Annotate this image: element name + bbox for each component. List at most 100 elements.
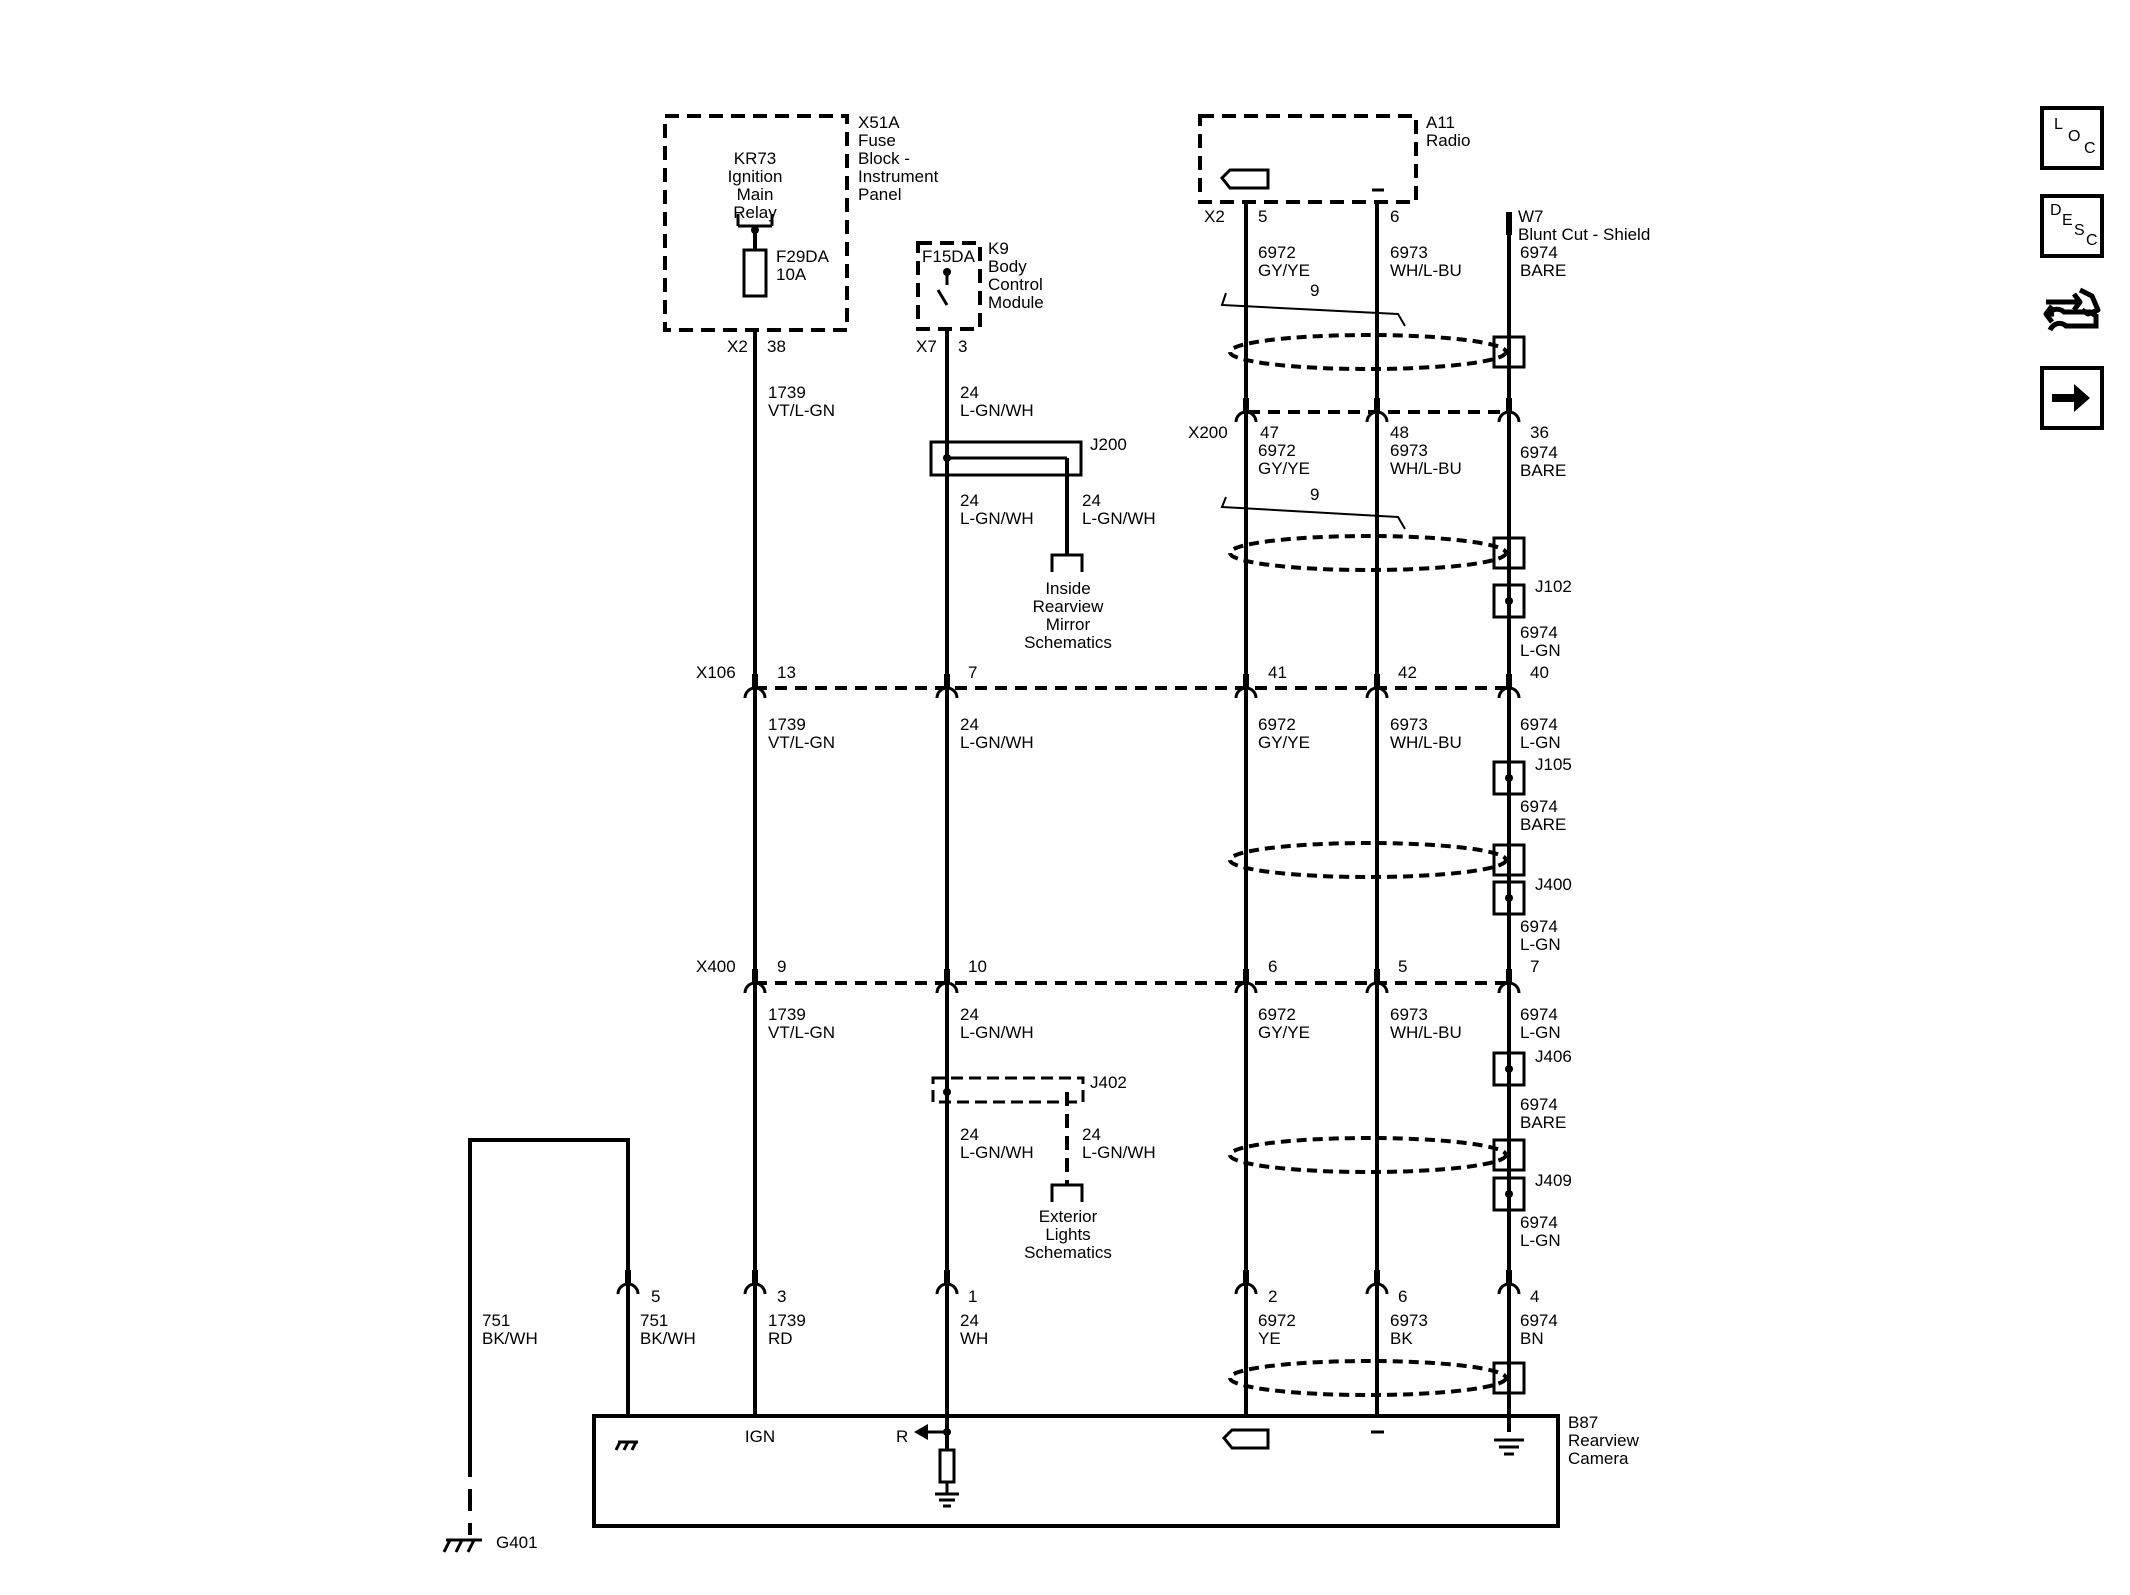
location-button[interactable]: L O C	[2040, 106, 2104, 170]
shield-drain	[1492, 536, 1526, 570]
splice-j402-label: J402	[1090, 1073, 1127, 1092]
shield-ellipse	[1228, 1359, 1508, 1397]
connector-x2-radio-label: X2	[1204, 207, 1225, 226]
a11-label: Radio	[1426, 131, 1470, 150]
shield-drain	[1492, 1138, 1526, 1172]
splice-j200-label: J200	[1090, 435, 1127, 454]
splice-j200	[929, 440, 1083, 477]
fuse-f29da	[742, 248, 768, 298]
splice-j409-box	[1492, 1176, 1526, 1212]
wire-label: BK/WH	[640, 1329, 696, 1348]
twist-label: 9	[1310, 281, 1319, 300]
connector-pin	[944, 969, 950, 983]
wire-label: 6973	[1390, 441, 1428, 460]
splice-dot	[1505, 774, 1513, 782]
shield-drain	[1492, 843, 1526, 877]
arrow-right-icon	[2052, 384, 2090, 412]
wire-label: 1739	[768, 1311, 806, 1330]
pin-label: 3	[958, 337, 967, 356]
splice-dot	[1505, 894, 1513, 902]
wire-label: BK	[1390, 1329, 1413, 1348]
wire-label: L-GN/WH	[960, 1143, 1034, 1162]
loc-letter-c: C	[2084, 140, 2096, 157]
camera-b87	[592, 1414, 1560, 1528]
connector-x106-label: X106	[696, 663, 736, 682]
pin-label: 6	[1398, 1287, 1407, 1306]
x51a-label: Instrument	[858, 167, 939, 186]
mirror-ref-terminal	[1050, 553, 1084, 572]
pin-label: 5	[1258, 207, 1267, 226]
chassis-ground-icon	[614, 1440, 638, 1451]
g401-ground-icon	[442, 1538, 482, 1553]
wire-label: 751	[482, 1311, 510, 1330]
connector-x7-label: X7	[916, 337, 937, 356]
wire-label: WH/L-BU	[1390, 733, 1462, 752]
wire-label: VT/L-GN	[768, 733, 835, 752]
pin-label: 1	[968, 1287, 977, 1306]
wire-label: L-GN	[1520, 935, 1561, 954]
wire-label: L-GN	[1520, 733, 1561, 752]
reverse-arrow	[914, 1424, 928, 1440]
splice-j406-label: J406	[1535, 1047, 1572, 1066]
wire-label: 1739	[768, 383, 806, 402]
connector-x2-label: X2	[727, 337, 748, 356]
x51a-label: Block -	[858, 149, 910, 168]
wire-label: 1739	[768, 715, 806, 734]
camera-resistor	[938, 1448, 956, 1484]
pin-label: 38	[767, 337, 786, 356]
wire-label: L-GN/WH	[960, 1023, 1034, 1042]
shield-ellipse	[1228, 1136, 1508, 1174]
pin-label: 42	[1398, 663, 1417, 682]
shield-drain	[1492, 1361, 1526, 1395]
wire-label: GY/YE	[1258, 261, 1310, 280]
camera-reverse-terminal: R	[896, 1427, 908, 1446]
connector-pin	[1374, 1270, 1380, 1284]
splice-dot	[943, 268, 951, 276]
splice-dot	[751, 226, 759, 234]
desc-letter-c: C	[2086, 232, 2098, 249]
pin-label: 4	[1530, 1287, 1539, 1306]
bcm-k9	[916, 241, 982, 331]
twist-indicator	[1220, 292, 1406, 327]
desc-letter-d: D	[2050, 202, 2062, 219]
wire-label: 6974	[1520, 243, 1558, 262]
wire-label: 6973	[1390, 243, 1428, 262]
connector-pin	[752, 969, 758, 983]
wire-label: L-GN	[1520, 641, 1561, 660]
wire-label: VT/L-GN	[768, 1023, 835, 1042]
splice-dot	[1505, 597, 1513, 605]
connector-pin	[1374, 398, 1380, 412]
k9-label: K9	[988, 239, 1009, 258]
wire-label: 24	[1082, 1125, 1101, 1144]
next-page-button[interactable]	[2040, 366, 2104, 430]
exterior-schematics-link: Schematics	[1024, 1243, 1112, 1262]
wire-label: 6974	[1520, 1311, 1558, 1330]
wire-label: BARE	[1520, 815, 1566, 834]
shield-ellipse	[1228, 534, 1508, 572]
wire-label: 6974	[1520, 715, 1558, 734]
exterior-ref-terminal	[1050, 1183, 1084, 1202]
wire-label: WH/L-BU	[1390, 261, 1462, 280]
switch-f15da	[936, 275, 949, 306]
splice-j400-box	[1492, 880, 1526, 916]
wire-label: 24	[1082, 491, 1101, 510]
wire-label: 24	[960, 383, 979, 402]
wire-751	[468, 1138, 630, 1455]
wire-label: VT/L-GN	[768, 401, 835, 420]
wire-label: 1739	[768, 1005, 806, 1024]
splice-dot	[943, 454, 951, 462]
wire-label: GY/YE	[1258, 733, 1310, 752]
wire-label: 6974	[1520, 1095, 1558, 1114]
pin-label: 5	[651, 1287, 660, 1306]
twist-indicator	[1220, 496, 1406, 530]
description-button[interactable]: D E S C	[2040, 194, 2104, 258]
connector-pin	[1374, 969, 1380, 983]
x51a-label: Panel	[858, 185, 901, 204]
k9-label: Control	[988, 275, 1043, 294]
w7-label: Blunt Cut - Shield	[1518, 225, 1650, 244]
wire-label: 24	[960, 491, 979, 510]
connector-tool-button[interactable]	[2040, 280, 2104, 344]
wire-label: L-GN	[1520, 1023, 1561, 1042]
connector-pin	[1506, 398, 1512, 412]
kr73-label: KR73	[734, 149, 777, 168]
